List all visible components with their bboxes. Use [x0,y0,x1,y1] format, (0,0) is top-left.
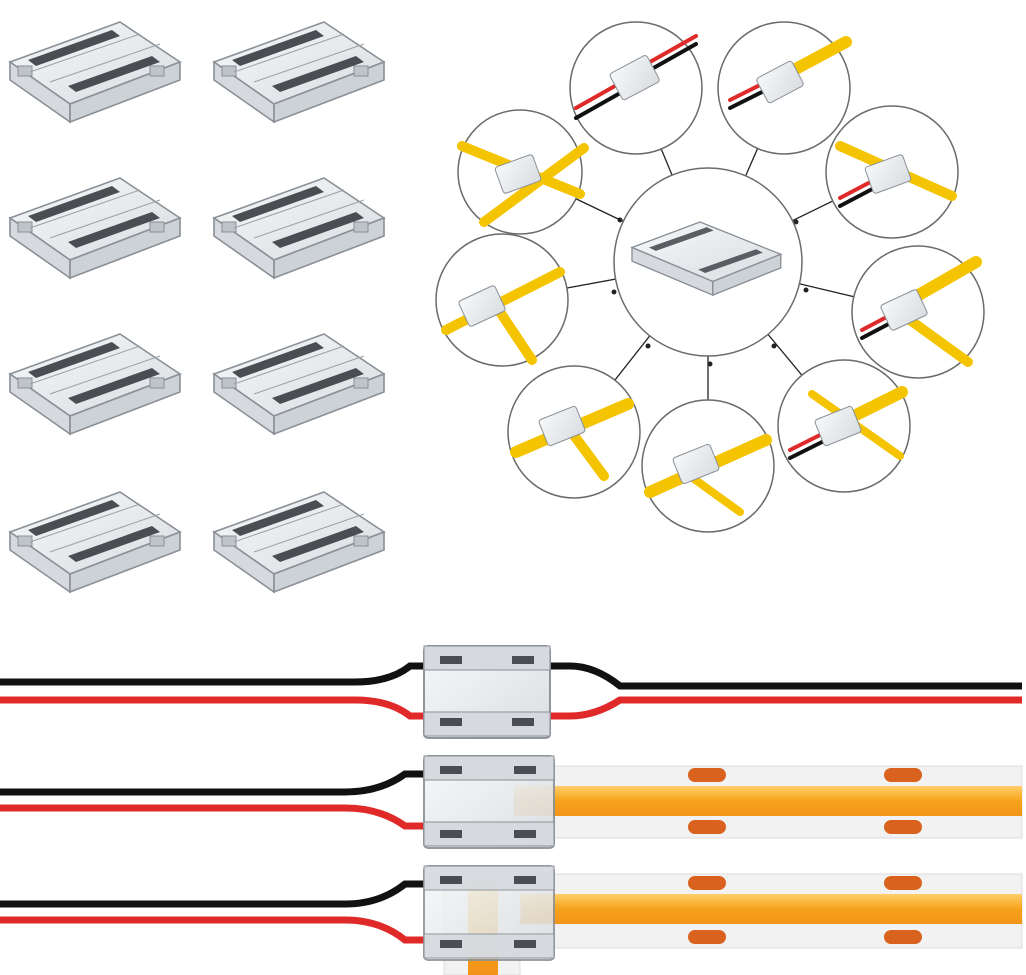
connector-image [9,21,181,123]
usage-rows [0,645,1023,975]
connector-image [9,333,181,435]
connector-image [213,333,385,435]
connector-grid [9,21,385,593]
wire-to-wire-row [0,645,1022,739]
connector-image [213,491,385,593]
connector-image [213,177,385,279]
connector-image [9,491,181,593]
radial-diagram [435,21,985,533]
connector-image [9,177,181,279]
t-junction-row [0,865,1023,975]
wire-to-strip-row [0,755,1023,849]
connector-image [213,21,385,123]
